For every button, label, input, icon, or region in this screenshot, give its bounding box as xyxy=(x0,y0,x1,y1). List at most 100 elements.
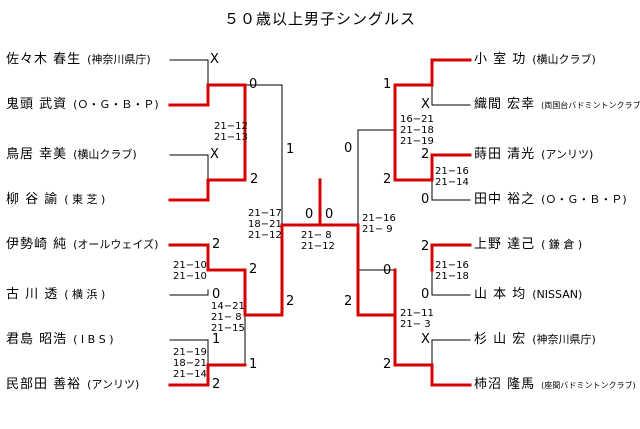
player-team: (アンリツ) xyxy=(541,148,594,161)
player-name: 杉 山 宏 xyxy=(474,332,527,347)
bracket-line xyxy=(243,178,322,317)
player-name: 民部田 善裕 xyxy=(6,377,82,392)
bracket-line xyxy=(168,178,247,202)
match-result-mark: 0 xyxy=(421,287,430,302)
bracket-line xyxy=(244,299,283,316)
right-player-1: 小 室 功(横山クラブ) xyxy=(474,52,596,68)
player-team: ( I B S ) xyxy=(73,333,114,346)
match-result-mark: 2 xyxy=(421,147,430,162)
match-result-mark: 1 xyxy=(383,77,392,92)
left-player-6: 古 川 透 ( 横 浜 ) xyxy=(6,287,105,303)
left-player-1: 佐々木 春生 (神奈川県庁) xyxy=(6,52,151,68)
bracket-line xyxy=(169,59,209,86)
player-team: (アンリツ) xyxy=(87,378,140,391)
player-team: (横山クラブ) xyxy=(73,148,137,161)
player-name: 古 川 透 xyxy=(6,287,59,302)
left-player-8: 民部田 善裕 (アンリツ) xyxy=(6,377,139,393)
player-team: (オールウェイズ) xyxy=(73,238,159,251)
player-name: 織間 宏幸 xyxy=(474,97,536,112)
match-score: 21−19 18−21 21−14 xyxy=(173,347,207,380)
player-team: (両国台バドミントンクラブ) xyxy=(541,101,640,110)
bracket-line xyxy=(244,84,283,226)
match-score: 21− 8 21−12 xyxy=(301,230,335,252)
bracket-line xyxy=(168,363,247,387)
bracket-line xyxy=(169,339,209,366)
match-score: 21−16 21− 9 xyxy=(362,213,396,235)
player-team: ( 横 浜 ) xyxy=(64,288,106,301)
player-name: 佐々木 春生 xyxy=(6,52,82,67)
match-result-mark: 2 xyxy=(344,294,353,309)
right-player-7: 杉 山 宏 (神奈川県庁) xyxy=(474,332,596,348)
player-name: 柿沼 隆馬 xyxy=(474,377,536,392)
bracket-line xyxy=(168,83,247,182)
match-result-mark: X xyxy=(210,52,219,67)
right-player-2: 織間 宏幸 (両国台バドミントンクラブ) xyxy=(474,97,640,113)
bracket-line xyxy=(169,289,209,296)
match-score: 21−17 18−21 21−12 xyxy=(248,208,282,241)
match-result-mark: 1 xyxy=(286,142,295,157)
match-result-mark: 2 xyxy=(250,172,259,187)
bracket-line xyxy=(357,129,396,226)
bracket-title: ５０歳以上男子シングルス xyxy=(223,10,416,28)
bracket-line xyxy=(168,243,247,317)
bracket-line xyxy=(169,154,209,181)
bracket-line xyxy=(430,58,472,87)
bracket-line xyxy=(431,339,471,366)
match-result-mark: 0 xyxy=(212,287,221,302)
right-player-5: 上野 達己 ( 鎌 倉 ) xyxy=(474,237,582,253)
player-name: 上野 達己 xyxy=(474,237,536,252)
match-result-mark: X xyxy=(421,332,430,347)
match-score: 21−11 21− 3 xyxy=(400,308,434,330)
match-result-mark: 2 xyxy=(212,237,221,252)
match-result-mark: 2 xyxy=(383,172,392,187)
player-name: 鬼頭 武資 xyxy=(6,97,68,112)
bracket-line xyxy=(393,128,472,182)
right-player-4: 田中 裕之(Ｏ・Ｇ・Ｂ・Ｐ) xyxy=(474,192,627,208)
player-team: (Ｏ・Ｇ・Ｂ・Ｐ) xyxy=(541,193,627,206)
match-result-mark: 2 xyxy=(249,262,258,277)
player-team: ( 鎌 倉 ) xyxy=(541,238,583,251)
match-score: 14−21 21− 8 21−15 xyxy=(211,301,245,334)
match-score: 21−12 21−13 xyxy=(214,121,248,143)
match-result-mark: 1 xyxy=(212,332,221,347)
player-team: ( 東 芝 ) xyxy=(64,193,106,206)
bracket-line xyxy=(431,269,471,296)
player-team: (Ｏ・Ｇ・Ｂ・Ｐ) xyxy=(73,98,159,111)
match-score: 16−21 21−18 21−19 xyxy=(400,114,434,147)
match-result-mark: 0 xyxy=(249,77,258,92)
bracket-line xyxy=(393,83,434,132)
left-player-7: 君島 昭浩 ( I B S ) xyxy=(6,332,113,348)
match-result-mark: 2 xyxy=(286,294,295,309)
right-player-8: 柿沼 隆馬 (座間バドミントンクラブ) xyxy=(474,377,636,393)
match-result-mark: 0 xyxy=(325,207,334,222)
player-name: 蒔田 清光 xyxy=(474,147,536,162)
match-result-mark: 0 xyxy=(305,207,314,222)
player-team: (神奈川県庁) xyxy=(532,333,596,346)
player-name: 柳 谷 諭 xyxy=(6,192,59,207)
player-name: 君島 昭浩 xyxy=(6,332,68,347)
left-player-5: 伊勢崎 純(オールウェイズ) xyxy=(6,237,158,253)
match-result-mark: 0 xyxy=(344,141,353,156)
match-result-mark: 2 xyxy=(383,357,392,372)
player-team: (座間バドミントンクラブ) xyxy=(541,381,636,390)
bracket-line xyxy=(431,179,471,201)
player-name: 鳥居 幸美 xyxy=(6,147,68,162)
match-result-mark: 0 xyxy=(421,192,430,207)
player-name: 山 本 均 xyxy=(474,287,527,302)
bracket-line xyxy=(431,84,471,106)
match-score: 21−16 21−18 xyxy=(435,260,469,282)
left-player-3: 鳥居 幸美 (横山クラブ) xyxy=(6,147,137,163)
match-result-mark: 0 xyxy=(383,263,392,278)
player-team: (横山クラブ) xyxy=(532,53,596,66)
match-result-mark: 2 xyxy=(212,377,221,392)
right-player-6: 山 本 均(NISSAN) xyxy=(474,287,582,303)
left-player-2: 鬼頭 武資 (Ｏ・Ｇ・Ｂ・Ｐ) xyxy=(6,97,159,113)
bracket-line xyxy=(430,243,472,272)
match-result-mark: 2 xyxy=(421,239,430,254)
player-team: (神奈川県庁) xyxy=(87,53,151,66)
left-player-4: 柳 谷 諭 ( 東 芝 ) xyxy=(6,192,105,208)
bracket-line xyxy=(318,223,397,317)
match-score: 21−16 21−14 xyxy=(435,166,469,188)
